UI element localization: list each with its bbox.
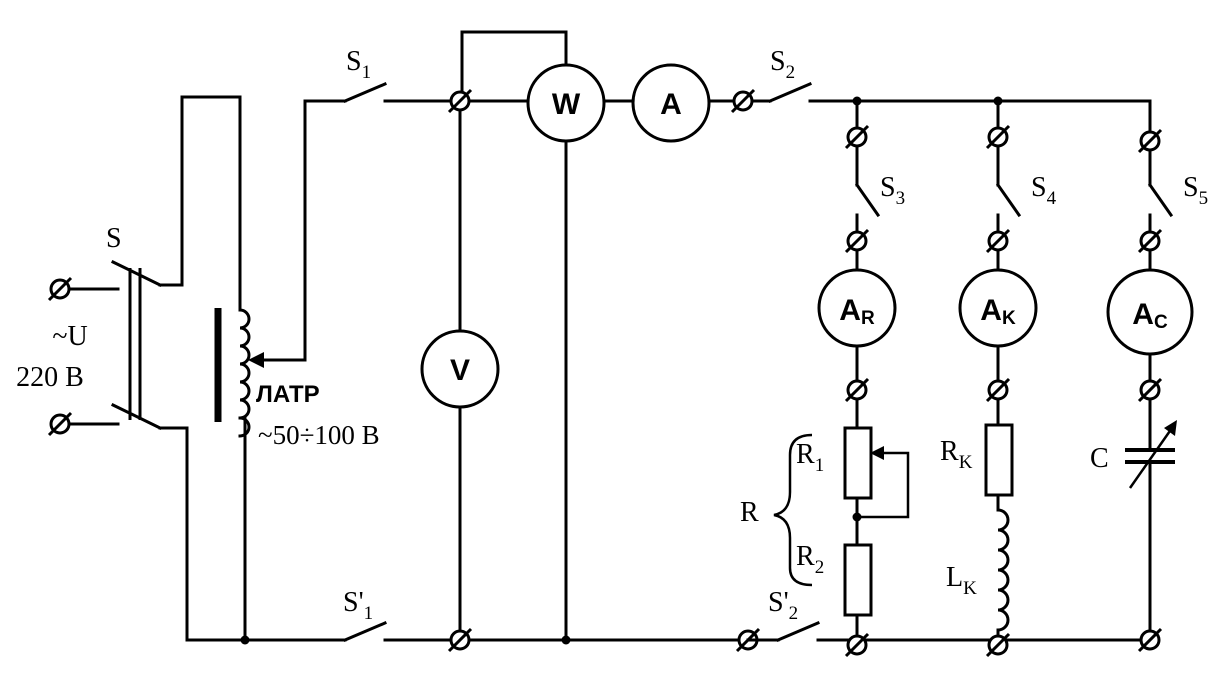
switch-s2-prime[interactable] [746,621,1152,642]
rk-label: RK [940,436,973,473]
resistor-r1 [843,426,873,500]
switch-s3[interactable] [854,182,881,218]
autotransformer-latr [214,99,307,642]
input-terminal-top [47,276,73,302]
branch-resistive: AR [773,99,910,658]
c-label: C [1090,443,1109,474]
ammeter-r [817,268,897,348]
r2-label: R2 [796,541,824,578]
svg-text:AR: AR [839,294,875,329]
r1-label: R1 [796,439,824,476]
s1p-label: S'1 [343,587,373,624]
voltmeter: V [420,329,500,409]
latr-range-label: ~50÷100 В [258,420,380,450]
s2-label: S2 [770,46,795,83]
ammeter-c [1106,268,1194,356]
switch-s5[interactable] [1147,182,1174,218]
switch-s1[interactable] [303,82,462,103]
switch-s1-prime[interactable] [243,621,462,642]
variable-capacitor-arrow-icon[interactable] [1164,420,1177,436]
switch-s-label: S [106,223,122,254]
switch-s2[interactable] [768,82,1152,103]
wattmeter: W [526,63,606,143]
switch-s4[interactable] [995,182,1022,218]
main-switch-s[interactable] [110,259,189,431]
resistor-rk [984,423,1014,497]
r-brace [773,433,813,587]
input-terminal-bottom [47,411,73,437]
source-input [47,276,120,437]
s2p-label: S'2 [768,587,798,624]
branch-coil: AK [958,99,1038,658]
branch-capacitor: AC [1106,99,1194,653]
voltage-value: 220 В [16,362,84,393]
svg-text:AC: AC [1132,298,1168,333]
lk-label: LK [946,562,977,599]
ammeter-label: A [660,88,682,121]
svg-text:AK: AK [980,294,1016,329]
r-total-label: R [740,497,759,528]
ammeter-k [958,268,1038,348]
s1-label: S1 [346,46,371,83]
ammeter-main: A [631,63,711,143]
wattmeter-label: W [552,88,581,121]
rheostat-arrow-icon[interactable] [870,446,884,460]
latr-label: ЛАТР [256,381,320,408]
s4-label: S4 [1031,172,1057,209]
wiper-arrow-icon[interactable] [248,352,264,368]
inductor-lk [996,508,1010,632]
resistor-r2 [843,543,873,617]
voltmeter-label: V [450,354,470,387]
s5-label: S5 [1183,172,1208,209]
s3-label: S3 [880,172,905,209]
voltage-label: ~U [52,321,87,352]
